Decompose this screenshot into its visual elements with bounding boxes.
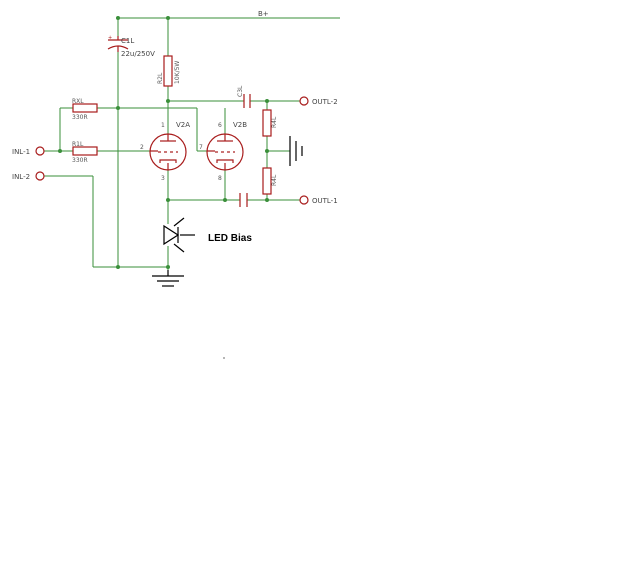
led-label: LED Bias (208, 233, 252, 244)
ground-symbol (152, 270, 184, 287)
r2-ref-label: R2L (157, 72, 164, 84)
resistor-body (163, 55, 173, 87)
net-label-out1: OUTL-1 (312, 197, 338, 205)
r2-value-label: 10K/5W (174, 61, 181, 84)
pin-label: 7 (199, 144, 203, 151)
led-bias: LED Bias (163, 217, 252, 253)
pin-label: 1 (161, 122, 165, 129)
net-label-supply: B+ (258, 10, 269, 18)
rx-value-label: 330R (72, 114, 88, 121)
led-emission-arrow (173, 217, 185, 227)
r1-value-label: 330R (72, 157, 88, 164)
junction-dot (265, 149, 269, 153)
resistor-body (72, 146, 98, 156)
stray-dot (223, 357, 225, 359)
net-label-in2: INL-2 (12, 173, 30, 181)
net-label-in1: INL-1 (12, 148, 30, 156)
capacitor-polarity: + (108, 35, 112, 41)
led-triangle (163, 224, 180, 246)
junctions (58, 16, 269, 269)
r4-ref-label: R4L (271, 116, 278, 128)
port-out1 (299, 195, 309, 205)
junction-dot (166, 198, 170, 202)
resistor-body (262, 167, 272, 195)
junction-dot (58, 149, 62, 153)
tube-cathode (159, 159, 177, 163)
resistor-body (262, 109, 272, 137)
port-in2 (35, 171, 45, 181)
resistor-r2: R2L 10K/5W (157, 55, 181, 87)
junction-dot (116, 16, 120, 20)
capacitor-c1: + C1L 22u/250V (107, 35, 155, 58)
junction-dot (265, 198, 269, 202)
junction-dot (265, 99, 269, 103)
port-out2 (299, 96, 309, 106)
r1-ref-label: R1L (72, 141, 84, 148)
c1-ref-label: C1L (121, 37, 134, 45)
c3-ref-label: C3L (237, 85, 244, 97)
resistor-body (72, 103, 98, 113)
rx-ref-label: RXL (72, 98, 84, 105)
v2b-ref-label: V2B (233, 121, 247, 129)
junction-dot (166, 265, 170, 269)
wires (44, 17, 340, 270)
resistor-r5: R4L (262, 167, 278, 195)
capacitor-c2 (239, 193, 248, 207)
pin-label: 8 (218, 175, 222, 182)
junction-dot (116, 265, 120, 269)
resistor-r1: R1L 330R (72, 141, 98, 164)
c1-value-label: 22u/250V (121, 50, 155, 58)
triode-v2a: 1 2 3 V2A (140, 121, 190, 182)
junction-dot (116, 106, 120, 110)
net-label-out2: OUTL-2 (312, 98, 338, 106)
resistor-r4: R4L (262, 109, 278, 137)
pin-label: 2 (140, 144, 144, 151)
capacitor-c3: C3L (237, 85, 251, 108)
led-emission-arrow (173, 243, 185, 253)
pin-label: 6 (218, 122, 222, 129)
ports (35, 96, 309, 205)
junction-dot (223, 198, 227, 202)
port-in1 (35, 146, 45, 156)
r5-ref-label: R4L (271, 174, 278, 186)
resistor-rx: RXL 330R (72, 98, 98, 121)
tube-cathode (216, 159, 234, 163)
chassis-ground-symbol (289, 136, 303, 166)
junction-dot (166, 99, 170, 103)
pin-label: 3 (161, 175, 165, 182)
v2a-ref-label: V2A (176, 121, 190, 129)
junction-dot (166, 16, 170, 20)
triode-v2b: 6 7 8 V2B (199, 121, 247, 182)
